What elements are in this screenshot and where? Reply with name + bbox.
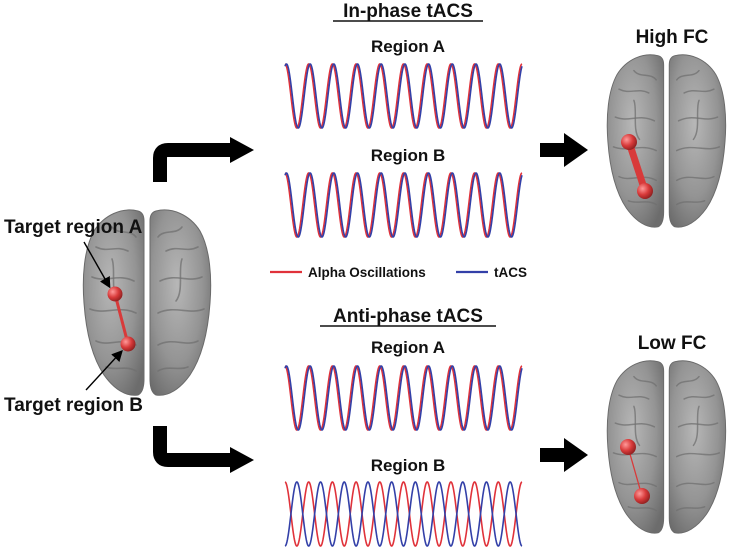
brain-fold <box>675 175 715 182</box>
brain-fold <box>618 88 650 94</box>
elbow-arrow-up <box>153 137 254 182</box>
node-target-a <box>107 286 123 302</box>
brain-fold <box>95 246 129 252</box>
brain-fold <box>675 375 700 387</box>
brain-fold <box>633 99 641 141</box>
brain-fold <box>618 481 657 488</box>
wave-in-phase-b <box>284 172 523 238</box>
brain-fold <box>692 99 700 141</box>
brain-fold <box>105 366 137 372</box>
legend-alpha-label: Alpha Oscillations <box>308 265 426 280</box>
brain-fold <box>675 69 700 81</box>
brain-fold <box>675 452 721 458</box>
arrow-to-low-fc <box>540 438 588 472</box>
brain-fold <box>627 506 657 512</box>
brain-fold <box>157 308 205 314</box>
brain-fold <box>675 506 706 512</box>
in-phase-region-b-label: Region B <box>371 146 446 165</box>
brain-fold <box>618 394 650 400</box>
low-fc-node-a <box>620 439 636 455</box>
brain-fold <box>677 116 719 122</box>
brain-fold <box>675 146 721 152</box>
wave-in-phase-a <box>284 63 523 129</box>
brain-fold <box>89 308 137 314</box>
in-phase-a-alpha-line <box>284 63 523 129</box>
high-fc-node-a <box>621 134 637 150</box>
high-fc-title: High FC <box>636 27 709 48</box>
brain-fold <box>165 246 199 252</box>
brain-fold <box>627 200 657 206</box>
node-target-b <box>120 336 136 352</box>
brain-fold <box>633 69 657 81</box>
high-fc-node-b <box>637 183 653 199</box>
brain-fold <box>633 375 657 387</box>
brain-fold <box>157 340 199 346</box>
anti-phase-a-alpha-line <box>284 365 523 431</box>
wave-anti-phase-b <box>284 481 523 547</box>
brain-fold <box>677 422 719 428</box>
elbow-arrow-down <box>153 426 254 473</box>
brain-fold <box>159 276 203 282</box>
brain-fold <box>614 422 656 428</box>
anti-phase-title: Anti-phase tACS <box>333 306 483 327</box>
high-fc-connection <box>621 134 653 199</box>
brain-fold <box>633 405 641 447</box>
target-a-pointer <box>83 241 111 289</box>
brain-fold <box>111 226 137 238</box>
low-fc-connection <box>620 439 650 504</box>
target-b-pointer <box>85 349 123 391</box>
brain-fold <box>675 200 706 206</box>
legend: Alpha Oscillations tACS <box>270 265 527 280</box>
brain-fold <box>175 258 183 302</box>
brain-fold <box>683 88 715 94</box>
brain-fold <box>675 481 715 488</box>
brain-fold <box>157 226 183 238</box>
wave-anti-phase-a <box>284 365 523 431</box>
anti-phase-b-tacs-line <box>284 481 523 547</box>
brain-fold <box>614 116 656 122</box>
brain-fold <box>91 276 135 282</box>
left-connection <box>107 286 136 352</box>
target-region-a-label: Target region A <box>4 217 143 238</box>
right-hemisphere <box>149 209 212 396</box>
brain-fold <box>157 366 189 372</box>
in-phase-a-tacs-line <box>284 63 523 129</box>
low-fc-title: Low FC <box>638 333 707 354</box>
in-phase-region-a-label: Region A <box>371 37 445 56</box>
in-phase-b-tacs-line <box>284 172 523 238</box>
anti-phase-region-b-label: Region B <box>371 456 446 475</box>
right-hemisphere <box>668 54 727 228</box>
brain-fold <box>612 452 657 458</box>
anti-phase-b-alpha-line <box>284 481 523 547</box>
low-fc-node-b <box>634 488 650 504</box>
brain-fold <box>692 405 700 447</box>
in-phase-title: In-phase tACS <box>343 1 473 22</box>
arrow-to-high-fc <box>540 133 588 167</box>
anti-phase-region-a-label: Region A <box>371 338 445 357</box>
legend-tacs-label: tACS <box>494 265 527 280</box>
brain-fold <box>683 394 715 400</box>
in-phase-b-alpha-line <box>284 172 523 238</box>
brain-fold <box>618 175 657 182</box>
right-hemisphere <box>668 360 727 534</box>
anti-phase-a-tacs-line <box>284 365 523 431</box>
target-region-b-label: Target region B <box>4 395 143 416</box>
